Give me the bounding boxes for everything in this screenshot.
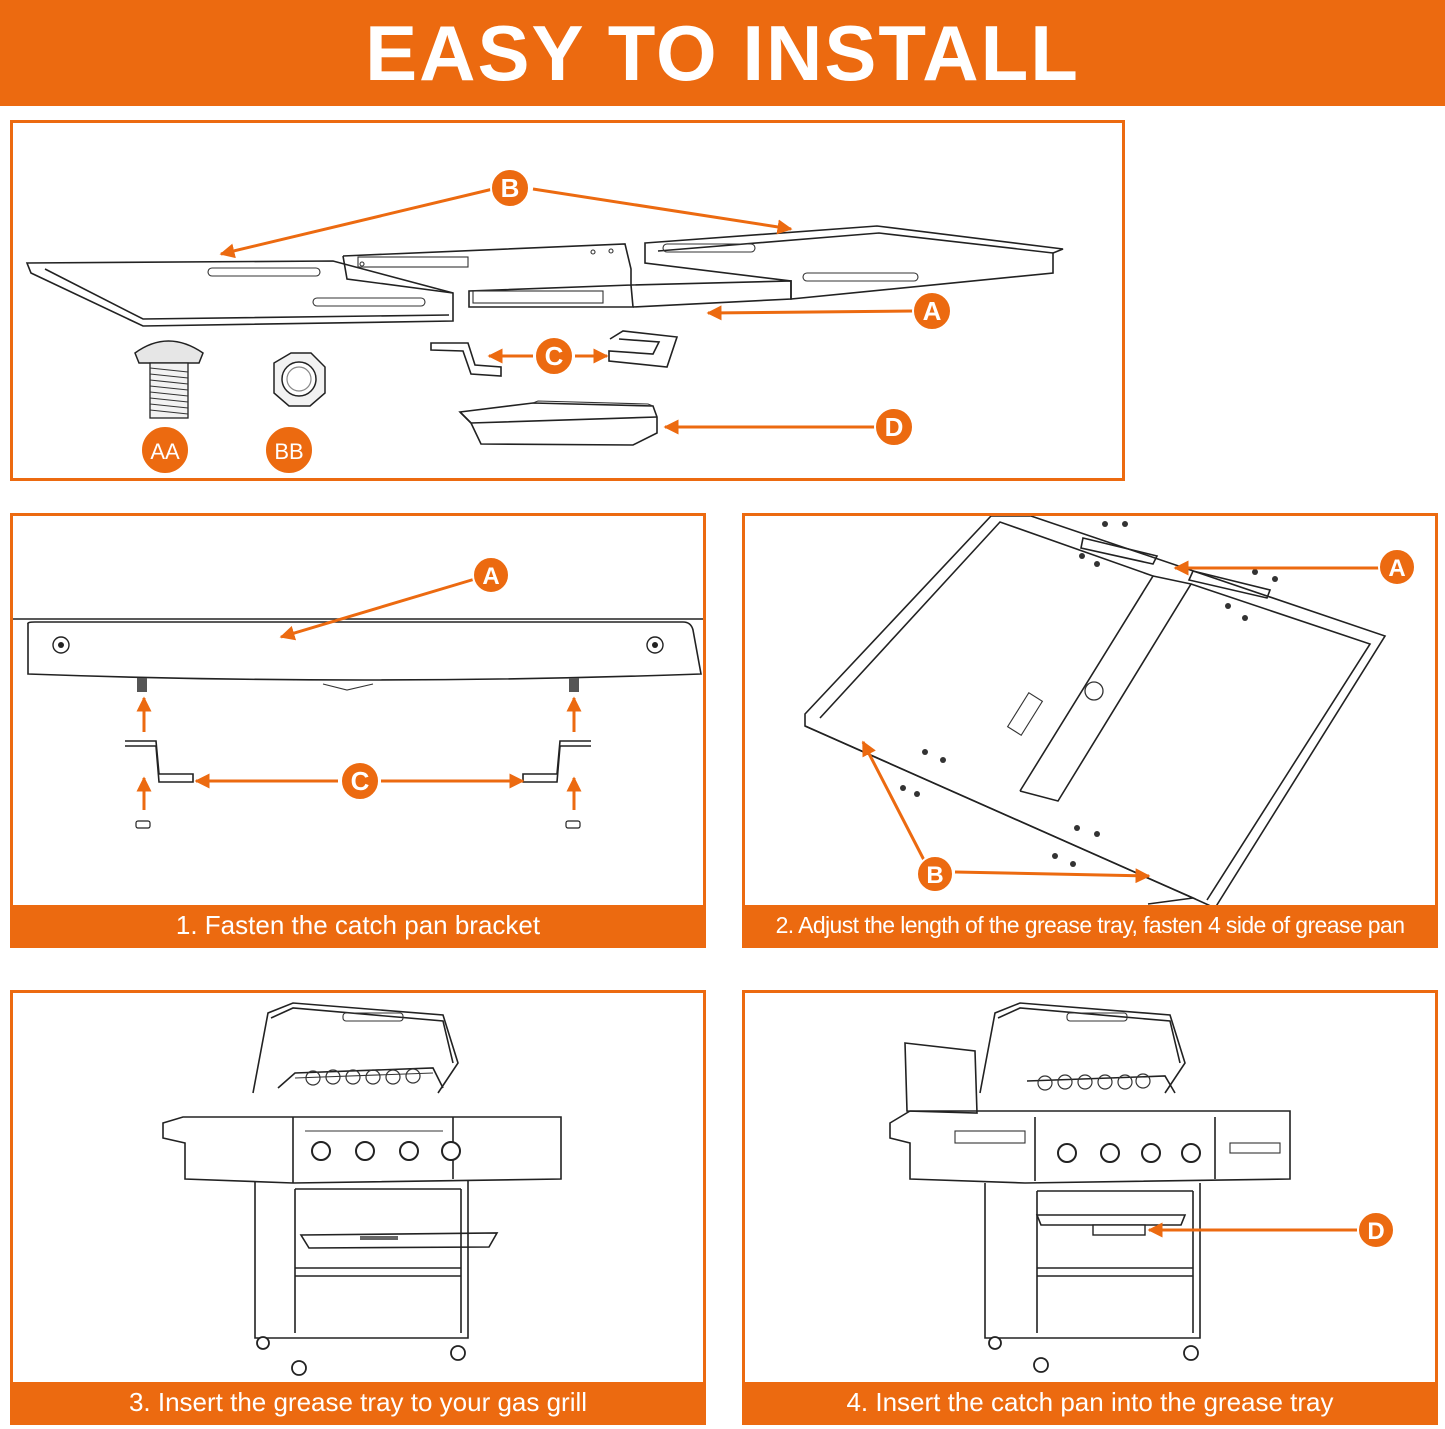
label-a: A [1388,555,1405,582]
nut-icon [273,352,326,407]
page-title: EASY TO INSTALL [365,9,1080,97]
step-2-panel: A B 2. Adjust the length of the grease t… [742,513,1438,948]
arrow-a [706,305,914,321]
arrow-b-left [219,187,494,259]
bracket-right [522,740,591,783]
step-3-panel: 3. Insert the grease tray to your gas gr… [10,990,706,1425]
label-d: D [1367,1218,1384,1245]
parts-panel: B A C D AA BB [10,120,1125,481]
label-d-badge [874,407,914,447]
label-c: C [545,341,564,371]
label-b: B [926,862,943,889]
label-a: A [482,563,499,590]
step-1-panel: A C 1. Fasten the catch pan bracket [10,513,706,948]
label-a: A [923,296,942,326]
grease-tray [299,1232,499,1249]
label-d: D [885,412,904,442]
label-a-badge [912,291,952,331]
step-3-caption: 3. Insert the grease tray to your gas gr… [13,1382,703,1422]
screw-icon [134,340,204,419]
label-b-badge [490,168,530,208]
step-4-diagram: D [889,1002,1395,1373]
bracket-left [430,342,502,377]
step-1-diagram: A C [13,556,703,829]
grill-icon [889,1002,1291,1373]
bracket-right [608,330,679,368]
step-3-diagram [162,1002,562,1376]
header-banner: EASY TO INSTALL [0,0,1445,106]
label-c-badge [534,336,574,376]
label-c: C [351,766,370,796]
label-aa: AA [150,439,180,464]
catch-pan [1092,1224,1146,1236]
catch-pan [458,400,658,446]
tray-right-section [630,225,1064,308]
label-aa-badge [140,425,190,475]
grill-icon [162,1002,562,1376]
parts-diagram: B A C D AA BB [25,168,1064,475]
arrow-b-right [532,187,793,235]
step-4-caption: 4. Insert the catch pan into the grease … [745,1382,1435,1422]
step-4-panel: D 4. Insert the catch pan into the greas… [742,990,1438,1425]
label-b: B [501,173,520,203]
bracket-left [125,740,194,783]
label-bb: BB [274,439,303,464]
tray-middle-section [342,243,634,308]
step-1-caption: 1. Fasten the catch pan bracket [13,905,703,945]
step-2-caption: 2. Adjust the length of the grease tray,… [745,905,1435,945]
label-bb-badge [264,425,314,475]
step-2-diagram: A B [804,516,1416,910]
tray-left-section [25,260,454,327]
